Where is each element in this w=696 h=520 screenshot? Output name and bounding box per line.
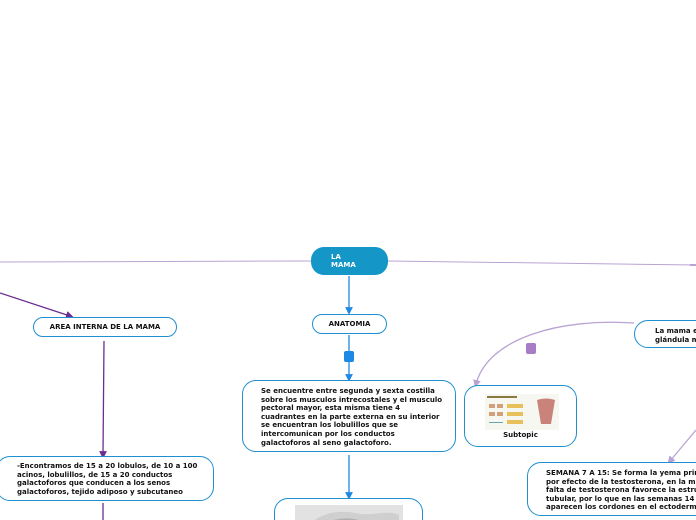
link-root-right bbox=[387, 260, 696, 266]
node-semana-text: SEMANA 7 A 15: Se forma la yema primaria… bbox=[546, 469, 696, 512]
link-to-area-interna bbox=[0, 292, 74, 319]
node-modificada[interactable]: La mama es una glándula modificada bbox=[634, 320, 696, 348]
node-anatomy-image[interactable] bbox=[274, 498, 423, 520]
node-anatomia-label: ANATOMIA bbox=[328, 319, 371, 328]
root-label-line2: MAMA bbox=[331, 261, 356, 269]
root-label-line1: LA bbox=[331, 253, 341, 261]
node-area-interna-label: AREA INTERNA DE LA MAMA bbox=[49, 322, 161, 331]
node-subtopic[interactable]: Subtopic bbox=[464, 385, 577, 447]
link-area-to-lobulos bbox=[99, 340, 107, 459]
purple-marker-icon[interactable] bbox=[526, 343, 536, 354]
node-subtopic-label: Subtopic bbox=[503, 431, 538, 440]
node-anatomia-detalle[interactable]: Se encuentre entre segunda y sexta costi… bbox=[242, 380, 456, 452]
node-anatomia[interactable]: ANATOMIA bbox=[312, 314, 387, 334]
link-to-semana bbox=[667, 429, 696, 464]
link-modificada-to-subtopic bbox=[473, 321, 635, 388]
node-modificada-text: La mama es una glándula modificada bbox=[655, 327, 696, 344]
node-lobulos-text: -Encontramos de 15 a 20 lobulos, de 10 a… bbox=[17, 462, 198, 496]
node-lobulos[interactable]: -Encontramos de 15 a 20 lobulos, de 10 a… bbox=[0, 456, 214, 501]
image-thumbnail-icon bbox=[485, 394, 559, 430]
node-area-interna[interactable]: AREA INTERNA DE LA MAMA bbox=[33, 317, 177, 337]
root-node-la-mama[interactable]: LA MAMA bbox=[311, 247, 388, 275]
node-anatomia-detalle-text: Se encuentre entre segunda y sexta costi… bbox=[261, 387, 443, 447]
anatomy-photo-icon bbox=[295, 505, 403, 520]
link-root-left bbox=[0, 260, 312, 263]
node-semana[interactable]: SEMANA 7 A 15: Se forma la yema primaria… bbox=[527, 462, 696, 516]
blue-marker-icon[interactable] bbox=[344, 351, 354, 362]
